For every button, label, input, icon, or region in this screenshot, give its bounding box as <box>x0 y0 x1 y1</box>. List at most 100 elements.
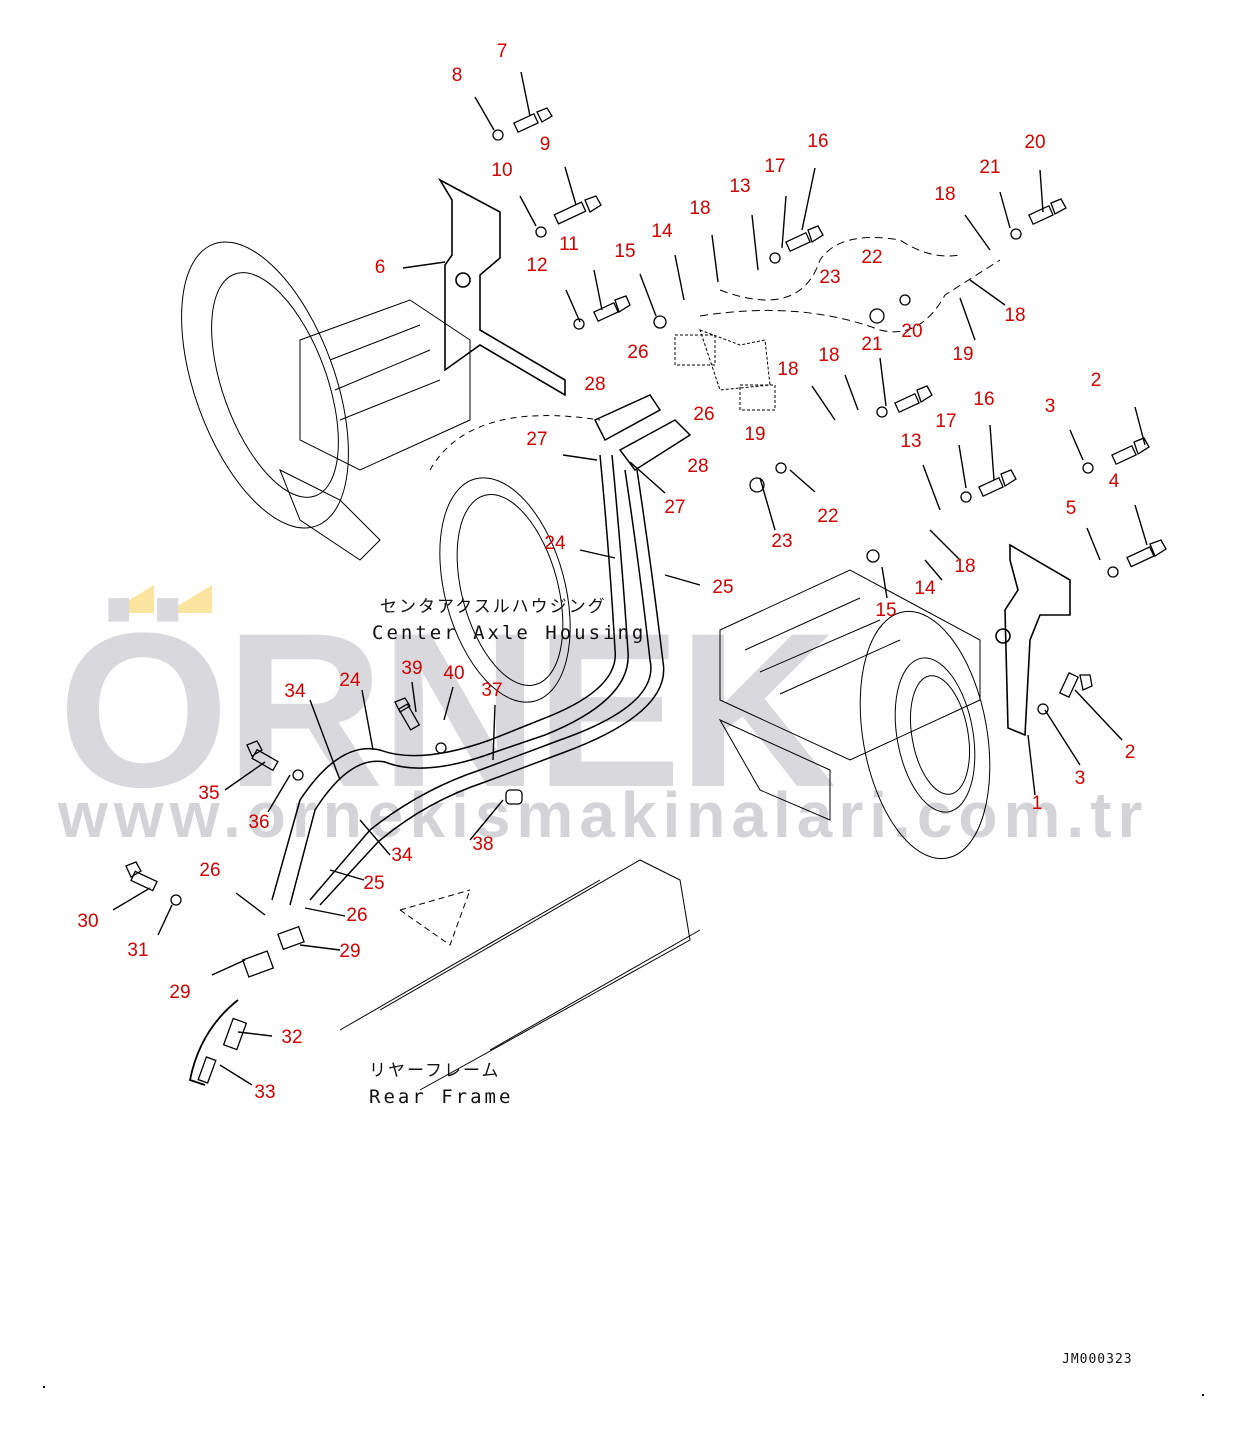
washer-icon <box>899 294 911 306</box>
bolt-icon <box>394 697 421 731</box>
callout-15: 15 <box>614 241 636 262</box>
caption-rear-frame-en: Rear Frame <box>369 1086 514 1108</box>
callout-38: 38 <box>472 834 494 855</box>
callout-18: 18 <box>934 184 956 205</box>
bolt-icon <box>246 740 279 772</box>
callout-28: 28 <box>584 374 606 395</box>
callout-2: 2 <box>1090 370 1102 391</box>
washer-icon <box>573 318 585 330</box>
callout-23: 23 <box>819 267 841 288</box>
bolt-icon <box>513 107 553 134</box>
callout-16: 16 <box>807 131 829 152</box>
bracket-6 <box>437 177 566 397</box>
corner-mark <box>43 1386 45 1388</box>
callout-18: 18 <box>1004 305 1026 326</box>
callout-3: 3 <box>1044 396 1056 417</box>
bracket-1 <box>995 543 1071 737</box>
callout-18: 18 <box>689 198 711 219</box>
bolt-icon <box>1126 539 1167 568</box>
sensor-wire <box>188 999 239 1086</box>
callout-19: 19 <box>744 424 766 445</box>
bolt-icon <box>1058 672 1093 698</box>
callout-37: 37 <box>481 680 503 701</box>
spacer-icon <box>505 789 523 805</box>
callout-24: 24 <box>544 533 566 554</box>
callout-18: 18 <box>777 359 799 380</box>
brake-tubes-upper <box>699 237 1001 333</box>
callout-14: 14 <box>914 578 936 599</box>
callout-9: 9 <box>539 134 551 155</box>
washer-icon <box>960 491 972 503</box>
callout-34: 34 <box>391 845 413 866</box>
hose-guard-28 <box>593 394 692 472</box>
callout-35: 35 <box>198 783 220 804</box>
callout-22: 22 <box>861 247 883 268</box>
callout-39: 39 <box>401 658 423 679</box>
bolt-icon <box>1111 437 1150 466</box>
washer-icon <box>535 226 547 238</box>
callout-16: 16 <box>973 389 995 410</box>
washer-icon <box>170 894 182 906</box>
sensor-icon <box>222 1017 248 1051</box>
left-wheel-hub <box>181 241 471 561</box>
callout-1: 1 <box>1031 793 1043 814</box>
nut-icon <box>653 315 667 329</box>
callout-22: 22 <box>817 506 839 527</box>
callout-11: 11 <box>559 234 579 255</box>
bolt-icon <box>553 195 602 225</box>
rear-frame <box>339 859 701 1091</box>
bolt-icon <box>894 385 933 414</box>
callout-14: 14 <box>651 221 673 242</box>
callout-26: 26 <box>199 860 221 881</box>
tee-fitting-icon <box>277 925 305 951</box>
callout-13: 13 <box>900 431 922 452</box>
nut-icon <box>749 477 765 493</box>
drawing-code: JM000323 <box>1062 1352 1133 1367</box>
callout-17: 17 <box>935 411 957 432</box>
callout-3: 3 <box>1074 768 1086 789</box>
bolt-icon <box>785 225 824 253</box>
callout-12: 12 <box>526 255 548 276</box>
leader-lines <box>112 71 1148 1086</box>
callout-4: 4 <box>1108 471 1120 492</box>
callout-7: 7 <box>496 41 508 62</box>
callout-27: 27 <box>664 497 686 518</box>
washer-icon <box>775 462 787 474</box>
callout-2: 2 <box>1124 742 1136 763</box>
callout-13: 13 <box>729 176 751 197</box>
washer-icon <box>1107 566 1119 578</box>
callout-17: 17 <box>764 156 786 177</box>
bolt-icon <box>125 861 158 892</box>
callout-28: 28 <box>687 456 709 477</box>
fasteners <box>125 107 1167 1086</box>
callout-5: 5 <box>1065 498 1077 519</box>
center-axle-ring <box>429 415 601 703</box>
washer-icon <box>435 742 447 754</box>
callout-6: 6 <box>374 257 386 278</box>
bolt-icon <box>1028 198 1067 226</box>
callout-33: 33 <box>254 1082 276 1103</box>
caption-center-axle-en: Center Axle Housing <box>372 622 647 644</box>
callout-26: 26 <box>693 404 715 425</box>
washer-icon <box>1037 703 1049 715</box>
washer-icon <box>492 129 504 141</box>
tee-fitting-icon <box>241 950 275 978</box>
valve-block <box>674 329 776 411</box>
callout-18: 18 <box>954 556 976 577</box>
nut-icon <box>869 308 885 324</box>
washer-icon <box>769 252 781 264</box>
callout-40: 40 <box>443 663 465 684</box>
bolt-icon <box>978 469 1017 498</box>
callout-29: 29 <box>169 982 191 1003</box>
right-wheel-hub <box>718 569 991 860</box>
nut-icon <box>866 549 880 563</box>
callout-24: 24 <box>339 670 361 691</box>
caption-rear-frame-jp: リヤーフレーム <box>369 1061 501 1081</box>
corner-mark <box>1202 1394 1204 1396</box>
connector-icon <box>197 1056 217 1084</box>
callout-25: 25 <box>712 577 734 598</box>
callout-10: 10 <box>491 160 513 181</box>
callout-15: 15 <box>875 600 897 621</box>
callout-25: 25 <box>363 873 385 894</box>
